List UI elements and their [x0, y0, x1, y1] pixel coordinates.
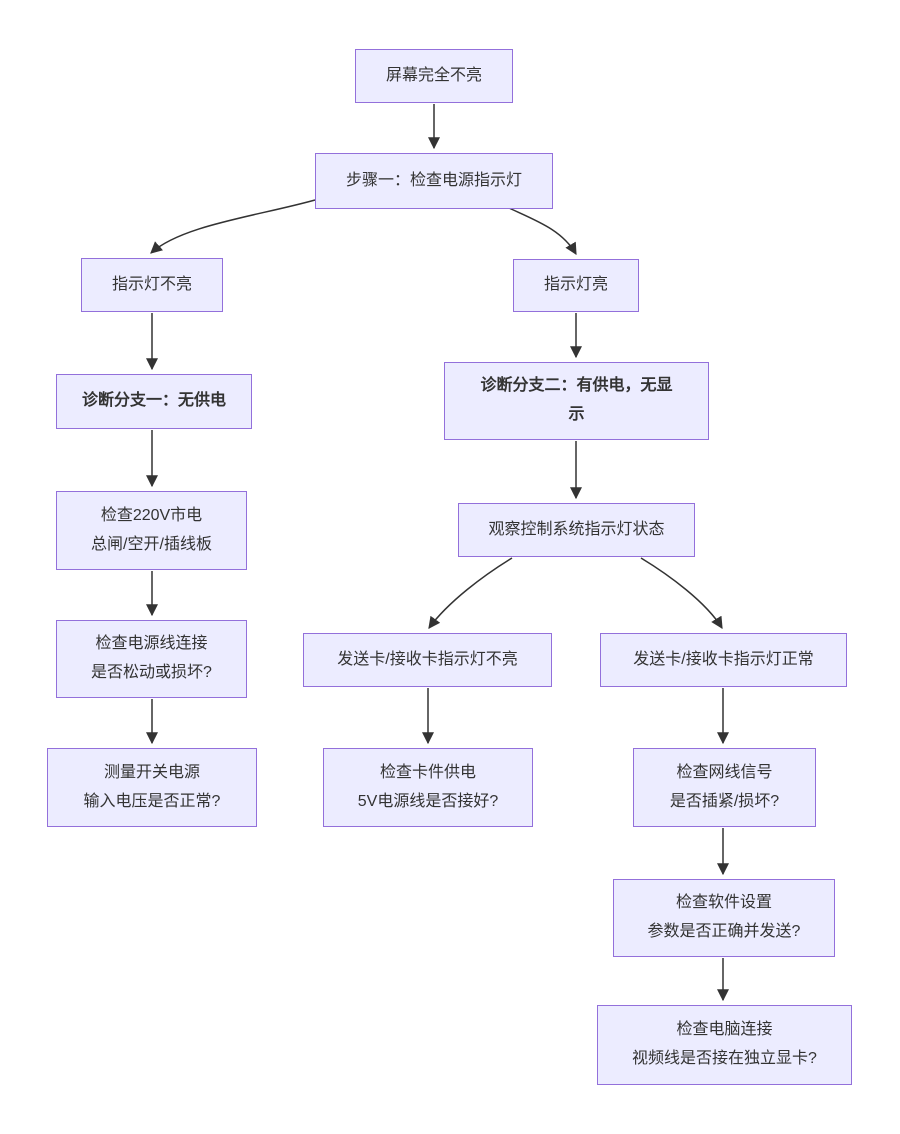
- flow-node-screen-off: 屏幕完全不亮: [355, 49, 513, 103]
- flow-node-measure-psu: 测量开关电源 输入电压是否正常?: [47, 748, 257, 827]
- flow-node-led-off: 指示灯不亮: [81, 258, 223, 312]
- edge-observectrl-cardledok: [640, 557, 723, 630]
- flow-node-check-card-power: 检查卡件供电 5V电源线是否接好?: [323, 748, 533, 827]
- edge-observectrl-cardledoff: [428, 557, 513, 629]
- flow-node-observe-ctrl: 观察控制系统指示灯状态: [458, 503, 695, 557]
- flow-node-card-led-ok: 发送卡/接收卡指示灯正常: [600, 633, 847, 687]
- flow-node-check-power-cord: 检查电源线连接 是否松动或损坏?: [56, 620, 247, 698]
- flow-node-card-led-off: 发送卡/接收卡指示灯不亮: [303, 633, 552, 687]
- edge-step1-ledon: [508, 207, 577, 256]
- flow-node-check-lan: 检查网线信号 是否插紧/损坏?: [633, 748, 816, 827]
- flow-node-branch1: 诊断分支一：无供电: [56, 374, 252, 429]
- flow-node-led-on: 指示灯亮: [513, 259, 639, 312]
- flow-node-step1: 步骤一：检查电源指示灯: [315, 153, 553, 209]
- edge-step1-ledoff: [150, 199, 316, 254]
- flow-node-check-pc: 检查电脑连接 视频线是否接在独立显卡?: [597, 1005, 852, 1085]
- flow-node-check-mains: 检查220V市电 总闸/空开/插线板: [56, 491, 247, 570]
- flow-node-branch2: 诊断分支二：有供电，无显 示: [444, 362, 709, 440]
- flow-node-check-software: 检查软件设置 参数是否正确并发送?: [613, 879, 835, 957]
